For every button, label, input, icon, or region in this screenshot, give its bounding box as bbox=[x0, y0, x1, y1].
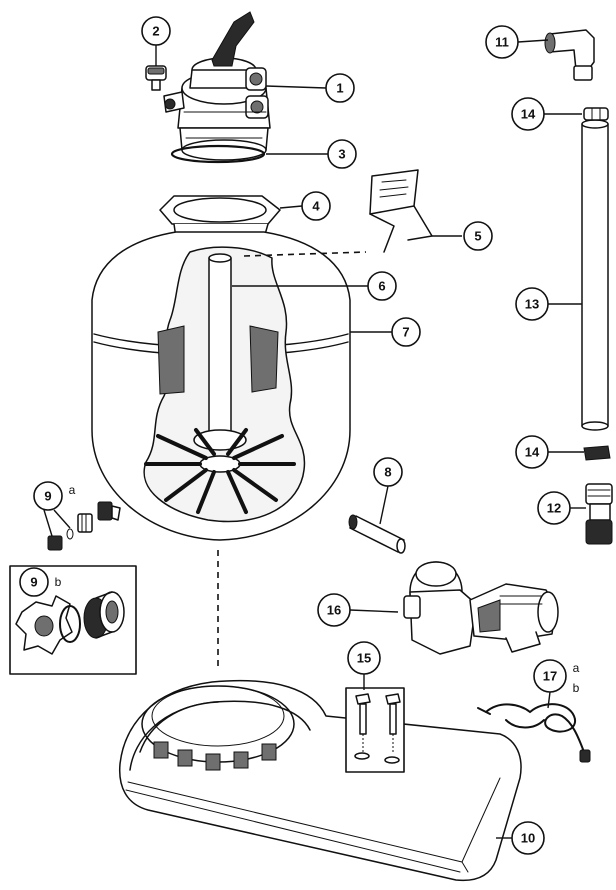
callout-7: 7 bbox=[391, 317, 421, 347]
drain-cap-assembly bbox=[47, 501, 121, 551]
callout-12-label: 12 bbox=[547, 501, 561, 516]
callout-5-label: 5 bbox=[474, 229, 481, 244]
callout-7-label: 7 bbox=[402, 325, 409, 340]
callout-1-label: 1 bbox=[336, 81, 343, 96]
drain-pipe bbox=[348, 514, 406, 554]
callout-11-label: 11 bbox=[495, 35, 509, 50]
callout-3: 3 bbox=[327, 139, 357, 169]
callout-14-top-label: 14 bbox=[521, 107, 536, 122]
callout-4-label: 4 bbox=[312, 199, 320, 214]
warning-tag bbox=[369, 169, 433, 253]
callout-13-label: 13 bbox=[525, 297, 539, 312]
callout-2: 2 bbox=[141, 16, 171, 46]
callout-15: 15 bbox=[347, 641, 381, 675]
callout-14-bottom: 14 bbox=[515, 435, 549, 469]
callout-8: 8 bbox=[373, 457, 403, 487]
callout-10: 10 bbox=[511, 821, 545, 855]
callout-1: 1 bbox=[325, 73, 355, 103]
tank-base bbox=[118, 679, 522, 882]
callout-8-label: 8 bbox=[384, 465, 391, 480]
pressure-gauge bbox=[145, 65, 167, 91]
callout-5: 5 bbox=[463, 221, 493, 251]
callout-17-suffix-a: a bbox=[573, 661, 580, 675]
callout-2-label: 2 bbox=[152, 24, 159, 39]
callout-9b: 9 b bbox=[19, 567, 62, 597]
callout-9a-suffix: a bbox=[69, 483, 76, 497]
callout-3-label: 3 bbox=[338, 147, 345, 162]
callout-6: 6 bbox=[367, 271, 397, 301]
callout-17-label: 17 bbox=[543, 669, 557, 684]
tank-flange-ring bbox=[159, 195, 281, 239]
pool-pump bbox=[403, 561, 559, 655]
pipe-nut-top bbox=[583, 107, 609, 121]
callout-17-suffix-b: b bbox=[573, 681, 580, 695]
callout-14-bottom-label: 14 bbox=[525, 445, 540, 460]
power-cord bbox=[477, 703, 591, 763]
callout-10-label: 10 bbox=[521, 831, 535, 846]
bolt-kit bbox=[345, 687, 405, 773]
leader-lines bbox=[43, 39, 586, 839]
callout-9b-suffix: b bbox=[55, 575, 62, 589]
callout-14-top: 14 bbox=[511, 97, 545, 131]
callout-9b-label: 9 bbox=[30, 575, 37, 590]
drain-cap-detail-box bbox=[9, 565, 137, 675]
callout-13: 13 bbox=[515, 287, 549, 321]
callout-16-label: 16 bbox=[327, 603, 341, 618]
callout-17: 17 a b bbox=[533, 659, 580, 695]
callout-9a-label: 9 bbox=[44, 489, 51, 504]
callout-9a: 9 a bbox=[33, 481, 76, 511]
callout-11: 11 bbox=[485, 25, 519, 59]
elbow-fitting bbox=[544, 29, 595, 81]
connector-pipe bbox=[581, 119, 609, 431]
callout-6-label: 6 bbox=[378, 279, 385, 294]
pipe-nut-bottom bbox=[583, 445, 611, 461]
standpipe-laterals bbox=[144, 253, 296, 514]
multiport-valve bbox=[163, 11, 271, 161]
callout-15-label: 15 bbox=[357, 651, 371, 666]
callout-16: 16 bbox=[317, 593, 351, 627]
assembly-guide-lines bbox=[217, 251, 367, 668]
valve-o-ring bbox=[170, 144, 266, 164]
callout-12: 12 bbox=[537, 491, 571, 525]
callout-4: 4 bbox=[301, 191, 331, 221]
union-fitting bbox=[585, 483, 613, 545]
